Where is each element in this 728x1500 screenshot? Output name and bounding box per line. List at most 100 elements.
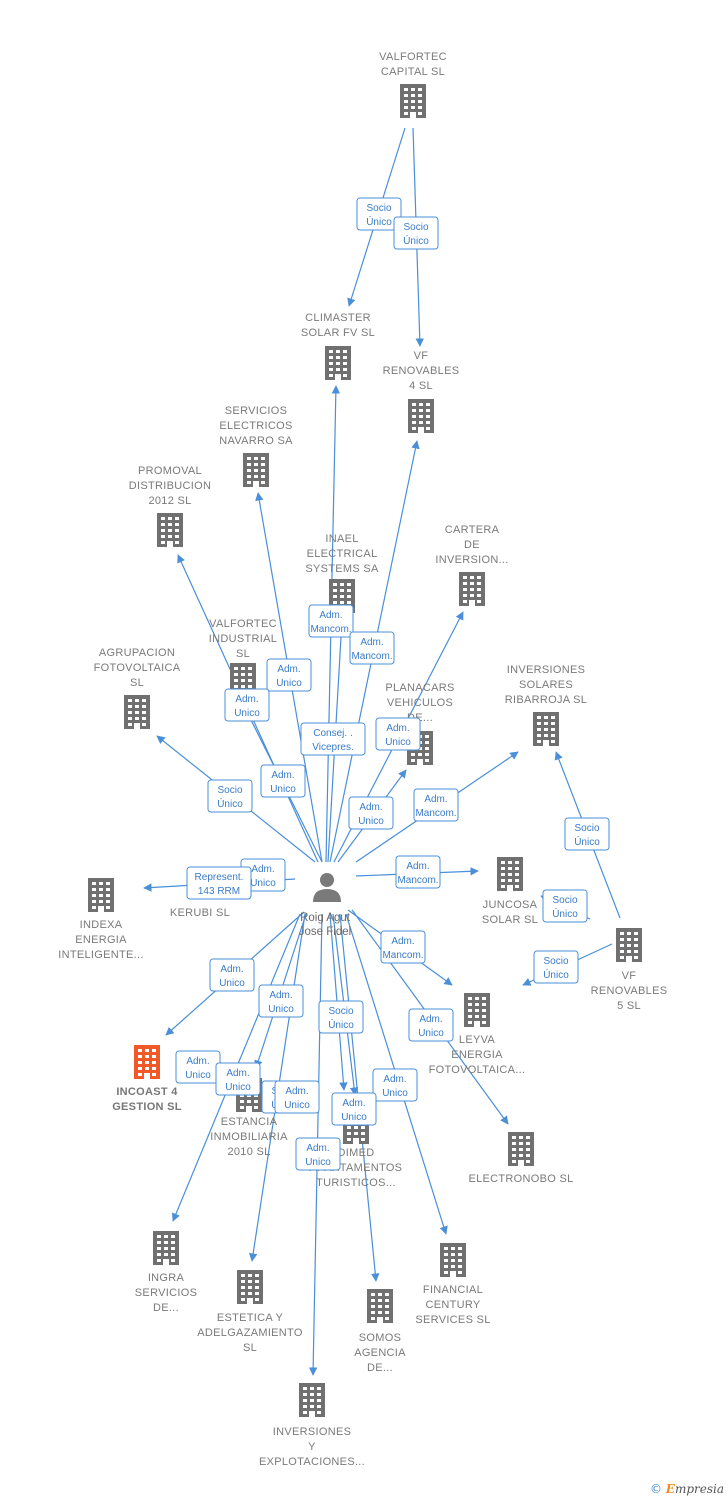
building-icon: [533, 712, 559, 746]
company-node-leyva[interactable]: LEYVAENERGIAFOTOVOLTAICA...: [429, 993, 526, 1076]
company-name-line: 2010 SL: [227, 1146, 270, 1158]
company-name-line: INVERSION...: [435, 554, 508, 566]
company-name-line: RENOVABLES: [591, 985, 668, 997]
badge-label: Mancom.: [415, 808, 456, 819]
company-name-line: INTELIGENTE...: [58, 949, 144, 961]
badge-label: Unico: [225, 1082, 251, 1093]
brand-logo: Empresia: [665, 1482, 724, 1496]
company-name-line: SL: [130, 677, 144, 689]
company-name-line: AGENCIA: [354, 1347, 406, 1359]
badge-label: Unico: [284, 1100, 310, 1111]
badge-label: Adm.: [319, 610, 342, 621]
company-name-line: VALFORTEC: [379, 51, 447, 63]
role-badge-b3[interactable]: Adm.Mancom.: [308, 604, 354, 638]
badge-label: Unico: [358, 816, 384, 827]
badge-label: Socio: [543, 956, 568, 967]
role-badge-b19[interactable]: Adm.Mancom.: [380, 930, 426, 964]
company-node-somos-agencia[interactable]: SOMOSAGENCIADE...: [354, 1289, 406, 1374]
badge-label: Unico: [305, 1157, 331, 1168]
badge-label: Único: [574, 835, 600, 848]
role-badge-b9[interactable]: Adm.Unico: [260, 764, 306, 798]
company-name-line: SL: [243, 1342, 257, 1354]
role-badge-b6[interactable]: Adm.Unico: [224, 688, 270, 722]
company-name-line: DE...: [153, 1302, 179, 1314]
company-node-electronobo[interactable]: ELECTRONOBO SL: [468, 1132, 573, 1185]
badge-label: Mancom.: [397, 875, 438, 886]
role-badge-b7[interactable]: Consej. .Vicepres.: [300, 722, 366, 756]
role-badge-b5[interactable]: Adm.Unico: [266, 658, 312, 692]
badge-label: Unico: [382, 1088, 408, 1099]
badge-label: Unico: [341, 1112, 367, 1123]
company-name-line: Y: [308, 1441, 316, 1453]
company-name-line: INVERSIONES: [273, 1426, 352, 1438]
building-icon: [367, 1289, 393, 1323]
role-badge-b11[interactable]: Adm.Unico: [348, 796, 394, 830]
role-badge-b29[interactable]: Adm.Unico: [331, 1092, 377, 1126]
company-name-line: RIBARROJA SL: [505, 694, 587, 706]
role-badge-b25[interactable]: Adm.Unico: [215, 1062, 261, 1096]
badge-label: Socio: [217, 785, 242, 796]
badge-label: Unico: [268, 1004, 294, 1015]
role-badge-b12[interactable]: Adm. Mancom.: [413, 788, 459, 822]
role-badge-b4[interactable]: Adm.Mancom.: [349, 631, 395, 665]
center-person[interactable]: Roig Agut Jose Fidel: [299, 873, 351, 938]
building-icon: [299, 1383, 325, 1417]
badge-label: Adm.: [383, 1074, 406, 1085]
badge-label: Adm.: [251, 864, 274, 875]
company-node-ingra[interactable]: INGRASERVICIOSDE...: [135, 1231, 197, 1314]
company-name-line: INDUSTRIAL: [209, 633, 277, 645]
role-badge-b8[interactable]: Adm.Unico: [375, 717, 421, 751]
company-name-line: GESTION SL: [112, 1101, 182, 1113]
badge-label: Adm.: [220, 964, 243, 975]
badge-label: Adm.: [391, 936, 414, 947]
role-badge-b28[interactable]: Adm. Unico: [372, 1068, 418, 1102]
badge-label: Adm.: [424, 794, 447, 805]
role-badge-b16[interactable]: Adm.Mancom.: [395, 855, 441, 889]
role-badge-b24[interactable]: Adm.Unico: [175, 1050, 221, 1084]
role-badge-b15[interactable]: Represent.143 RRM: [186, 866, 252, 900]
company-name-line: INGRA: [148, 1272, 185, 1284]
company-node-kerubi[interactable]: KERUBI SL: [170, 907, 230, 919]
company-name-line: LEYVA: [459, 1034, 496, 1046]
company-node-cartera[interactable]: CARTERADEINVERSION...: [435, 524, 508, 606]
role-badge-b21[interactable]: Adm.Unico: [258, 984, 304, 1018]
badge-label: Unico: [250, 878, 276, 889]
company-node-inversiones-explotaciones[interactable]: INVERSIONESYEXPLOTACIONES...: [259, 1383, 365, 1468]
role-badge-b30[interactable]: Adm.Unico: [295, 1137, 341, 1171]
company-name-line: VF: [622, 970, 637, 982]
role-badge-b20[interactable]: Adm.Unico: [209, 958, 255, 992]
role-badge-b22[interactable]: Adm.Unico: [408, 1008, 454, 1042]
company-name-line: VF: [414, 350, 429, 362]
company-name-line: INDEXA: [80, 919, 123, 931]
badge-label: Unico: [276, 678, 302, 689]
badge-label: 143 RRM: [198, 886, 240, 897]
company-node-indexa[interactable]: INDEXAENERGIAINTELIGENTE...: [58, 878, 144, 961]
company-name-line: VEHICULOS: [387, 697, 453, 709]
building-icon: [325, 346, 351, 380]
company-name-line: 4 SL: [409, 380, 433, 392]
badge-label: Unico: [185, 1070, 211, 1081]
role-badge-b27[interactable]: Adm.Unico: [274, 1080, 320, 1114]
company-name-line: AGRUPACION: [99, 647, 175, 659]
